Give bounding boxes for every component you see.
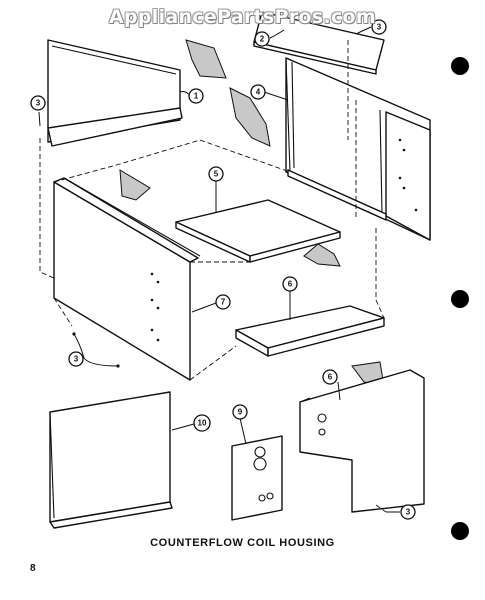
callout-3-bottom-left: 3 — [68, 351, 84, 367]
svg-text:10: 10 — [198, 419, 207, 428]
callout-3-bottom-right: 3 — [400, 504, 416, 520]
svg-text:2: 2 — [260, 35, 265, 44]
page-number: 8 — [30, 563, 36, 574]
callout-1: 1 — [188, 88, 204, 104]
callout-9: 9 — [232, 404, 248, 420]
part-7-side-panel — [53, 169, 201, 381]
part-10-panel — [49, 391, 173, 529]
svg-text:6: 6 — [328, 373, 333, 382]
svg-text:3: 3 — [74, 355, 79, 364]
svg-text:9: 9 — [238, 408, 243, 417]
site-watermark: AppliancePartsPros.com — [108, 6, 376, 28]
svg-text:3: 3 — [377, 23, 382, 32]
callout-6-panel: 6 — [322, 369, 338, 385]
svg-text:3: 3 — [406, 508, 411, 517]
callout-7: 7 — [215, 294, 231, 310]
assembly-guide-lines — [39, 40, 387, 513]
callout-leaders — [38, 26, 400, 513]
svg-text:1: 1 — [194, 92, 199, 101]
callout-3-left: 3 — [30, 95, 46, 111]
callout-2: 2 — [254, 31, 270, 47]
callout-4: 4 — [250, 84, 266, 100]
part-5-tray — [175, 199, 341, 267]
svg-text:6: 6 — [288, 280, 293, 289]
callout-10: 10 — [193, 414, 211, 432]
part-9-cover-plate — [231, 435, 283, 521]
part-6-drain-tray — [235, 305, 385, 357]
svg-text:7: 7 — [221, 298, 226, 307]
callout-5: 5 — [208, 166, 224, 182]
callout-3-top: 3 — [371, 19, 387, 35]
part-8-notched-panel — [299, 361, 425, 513]
part-2-strip — [253, 11, 385, 75]
binder-holes — [451, 57, 469, 540]
svg-text:5: 5 — [214, 170, 219, 179]
callout-6-tray: 6 — [282, 276, 298, 292]
part-4-panel — [229, 57, 431, 241]
svg-text:3: 3 — [36, 99, 41, 108]
part-1-panel — [47, 39, 227, 147]
svg-text:4: 4 — [256, 88, 261, 97]
diagram-caption: COUNTERFLOW COIL HOUSING — [150, 537, 335, 549]
